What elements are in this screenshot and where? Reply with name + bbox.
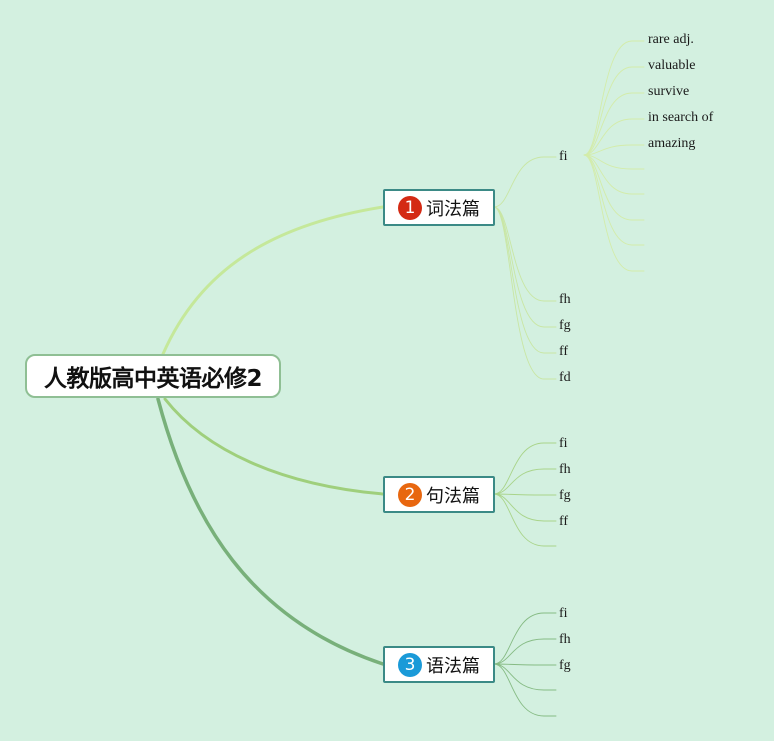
leaf-node[interactable]: survive — [648, 84, 690, 99]
leaf-node[interactable]: fg — [559, 488, 571, 503]
branch-node-sentence[interactable]: 2 句法篇 — [383, 476, 495, 513]
connector-branch2-child — [493, 442, 545, 495]
branch-node-grammar[interactable]: 3 语法篇 — [383, 646, 495, 683]
connector-sub-child — [583, 144, 633, 156]
leaf-node[interactable]: rare adj. — [648, 32, 694, 47]
connector-sub-child — [583, 92, 633, 156]
branch-label: 词法篇 — [426, 198, 480, 220]
leaf-node[interactable]: fi — [559, 606, 568, 621]
connector-branch1-child — [493, 206, 545, 354]
leaf-node[interactable]: fh — [559, 632, 571, 647]
connector-root-branch1 — [161, 205, 385, 356]
connector-branch3-child — [493, 663, 545, 717]
connector-root-branch3 — [156, 397, 385, 666]
connector-branch3-child — [493, 663, 545, 666]
root-node[interactable]: 人教版高中英语必修2 — [25, 354, 281, 398]
leaf-node[interactable]: fi — [559, 149, 568, 164]
number-two-icon: 2 — [398, 482, 422, 507]
leaf-node[interactable]: fh — [559, 462, 571, 477]
leaf-node[interactable]: fi — [559, 436, 568, 451]
leaf-node[interactable]: ff — [559, 344, 569, 359]
connector-branch1-child — [493, 206, 545, 380]
branch-node-vocabulary[interactable]: 1 词法篇 — [383, 189, 495, 226]
root-node-label: 人教版高中英语必修2 — [43, 366, 263, 392]
connector-sub-child — [583, 66, 633, 156]
connector-branch3-child — [493, 638, 545, 665]
branch-label: 语法篇 — [426, 655, 480, 677]
number-one-icon: 1 — [398, 195, 422, 220]
branch-label: 句法篇 — [426, 485, 480, 507]
connector-sub-child — [583, 154, 633, 195]
leaf-node[interactable]: valuable — [648, 58, 696, 73]
leaf-node[interactable]: ff — [559, 514, 569, 529]
connector-sub-child — [583, 118, 633, 156]
leaf-node[interactable]: fh — [559, 292, 571, 307]
leaf-node[interactable]: fd — [559, 370, 571, 385]
connector-branch1-child — [493, 156, 545, 208]
connector-branch2-child — [493, 493, 545, 496]
leaf-node[interactable]: in search of — [648, 110, 714, 125]
connector-sub-child — [583, 154, 633, 272]
leaf-node[interactable]: fg — [559, 318, 571, 333]
connector-root-branch2 — [163, 397, 385, 496]
connector-sub-child — [583, 40, 633, 156]
connector-branch2-child — [493, 468, 545, 495]
leaf-node[interactable]: amazing — [648, 136, 696, 151]
number-three-icon: 3 — [398, 652, 422, 677]
connector-branch2-child — [493, 493, 545, 547]
connector-branch3-child — [493, 612, 545, 665]
leaf-node[interactable]: fg — [559, 658, 571, 673]
